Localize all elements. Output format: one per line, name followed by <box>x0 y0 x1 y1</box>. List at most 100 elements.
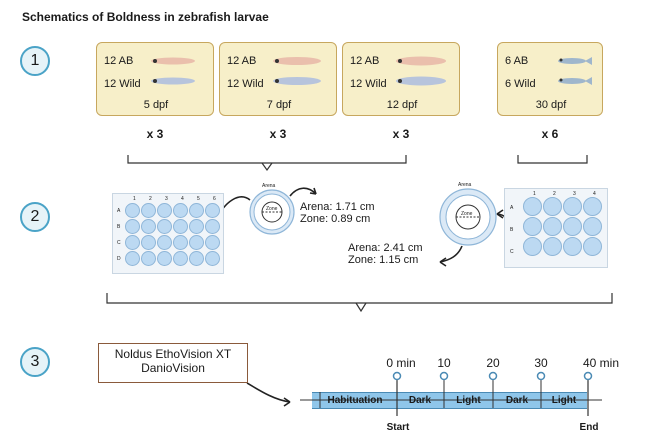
small-arena-size: Arena: 1.71 cm <box>300 201 375 213</box>
larva-fish-icon <box>396 56 446 86</box>
replicate-label: x 6 <box>541 127 559 141</box>
large-arena-diagram <box>439 188 497 246</box>
well <box>563 237 582 256</box>
zone-label: Zone <box>266 206 278 212</box>
group-ab-count: 12 AB <box>350 55 380 67</box>
well <box>141 203 156 218</box>
tick-label: 0 min <box>386 356 416 370</box>
well-plate-24: 1 2 3 4 5 6 A B C D <box>112 193 224 274</box>
well <box>205 251 220 266</box>
well <box>173 251 188 266</box>
well <box>141 251 156 266</box>
well <box>205 203 220 218</box>
small-zone-size: Zone: 0.89 cm <box>300 213 371 225</box>
replicate-label: x 3 <box>269 127 287 141</box>
plate-col-label: 6 <box>213 196 216 202</box>
step-3-badge: 3 <box>20 347 50 377</box>
tick-label: 10 <box>437 356 451 370</box>
well <box>583 197 602 216</box>
group-wild-count: 12 Wild <box>104 78 141 90</box>
plate-col-label: 2 <box>149 196 152 202</box>
segment-dark: Dark <box>505 395 529 406</box>
group-dpf: 7 dpf <box>266 99 292 111</box>
well <box>189 235 204 250</box>
software-name: Noldus EthoVision XT <box>114 347 232 361</box>
segment-light: Light <box>456 395 481 406</box>
small-arena-diagram <box>249 189 295 235</box>
well <box>173 219 188 234</box>
well <box>189 219 204 234</box>
segment-dark: Dark <box>408 395 432 406</box>
segment-light: Light <box>551 395 577 406</box>
plate-row-label: A <box>510 205 514 211</box>
tick-label: 20 <box>486 356 500 370</box>
well <box>125 235 140 250</box>
software-module: DanioVision <box>141 361 205 375</box>
group-dpf: 30 dpf <box>535 99 567 111</box>
well <box>157 203 172 218</box>
group-wild-count: 12 Wild <box>227 78 264 90</box>
well <box>523 217 542 236</box>
plate-col-label: 2 <box>553 191 556 197</box>
well <box>583 237 602 256</box>
group-ab-count: 12 AB <box>104 55 134 67</box>
replicate-label: x 3 <box>146 127 164 141</box>
juvenile-fish-icon <box>558 57 592 85</box>
plate-row-label: C <box>510 249 514 255</box>
well <box>189 203 204 218</box>
timeline-markers <box>300 371 602 416</box>
plate-col-label: 1 <box>133 196 136 202</box>
group-wild-count: 6 Wild <box>505 78 536 90</box>
well <box>157 219 172 234</box>
well <box>583 217 602 236</box>
group-dpf: 5 dpf <box>143 99 169 111</box>
replicate-label: x 3 <box>392 127 410 141</box>
well <box>563 217 582 236</box>
plate-col-label: 4 <box>181 196 184 202</box>
group-5dpf: 12 AB 12 Wild 5 dpf <box>96 42 214 116</box>
plate-row-label: D <box>117 256 121 262</box>
well <box>125 251 140 266</box>
well <box>189 251 204 266</box>
well <box>205 235 220 250</box>
well <box>157 235 172 250</box>
well <box>205 219 220 234</box>
larva-fish-icon <box>273 57 321 85</box>
group-7dpf: 12 AB 12 Wild 7 dpf <box>219 42 337 116</box>
well-plate-12: 1 2 3 4 A B C <box>504 188 608 268</box>
segment-habituation: Habituation <box>327 395 383 406</box>
well <box>125 219 140 234</box>
larva-fish-icon <box>151 57 195 85</box>
zone-label: Zone <box>461 211 473 217</box>
well <box>523 197 542 216</box>
well <box>141 219 156 234</box>
well <box>543 197 562 216</box>
tick-label: 30 <box>534 356 548 370</box>
group-30dpf: 6 AB 6 Wild 30 dpf <box>497 42 603 116</box>
tick-label: 40 min <box>582 356 620 370</box>
plate-row-label: A <box>117 208 121 214</box>
arena-label: Arena <box>458 182 472 188</box>
step-2-badge: 2 <box>20 202 50 232</box>
plate-row-label: C <box>117 240 121 246</box>
plate-col-label: 1 <box>533 191 536 197</box>
well <box>141 235 156 250</box>
well <box>563 197 582 216</box>
figure-title: Schematics of Boldness in zebrafish larv… <box>22 10 269 24</box>
plate-col-label: 3 <box>573 191 576 197</box>
well <box>125 203 140 218</box>
group-dpf: 12 dpf <box>386 99 418 111</box>
group-ab-count: 12 AB <box>227 55 257 67</box>
plate-row-label: B <box>117 224 121 230</box>
group-wild-count: 12 Wild <box>350 78 387 90</box>
well <box>523 237 542 256</box>
step-1-badge: 1 <box>20 46 50 76</box>
software-box: Noldus EthoVision XT DanioVision <box>98 343 248 383</box>
arena-label: Arena <box>262 183 276 189</box>
large-arena-size: Arena: 2.41 cm <box>348 242 423 254</box>
plate-col-label: 3 <box>165 196 168 202</box>
well <box>173 235 188 250</box>
plate-row-label: B <box>510 227 514 233</box>
well <box>173 203 188 218</box>
group-ab-count: 6 AB <box>505 55 529 67</box>
